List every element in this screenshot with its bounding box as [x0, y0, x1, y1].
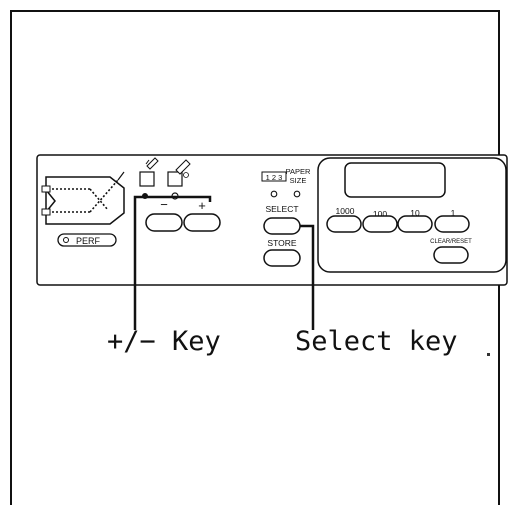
key-100[interactable]: [362, 215, 398, 233]
density-icon-light: [167, 159, 191, 187]
select-leader-line: [300, 224, 315, 330]
key-1[interactable]: [434, 215, 470, 233]
paper-size-label-line2: SIZE: [290, 176, 307, 185]
counter-icon-label: 1 2 3: [266, 173, 283, 182]
select-key[interactable]: [263, 217, 301, 235]
store-key-label: STORE: [267, 238, 296, 248]
perf-label: PERF: [76, 236, 101, 246]
key-1-label: 1: [451, 208, 456, 218]
store-key[interactable]: [263, 249, 301, 267]
plus-key[interactable]: [183, 213, 221, 232]
clear-reset-key[interactable]: [433, 246, 469, 264]
select-key-callout: Select key: [295, 326, 458, 357]
key-100-label: 100: [373, 209, 387, 219]
key-10-label: 10: [410, 208, 420, 218]
display-window: [344, 162, 446, 198]
clear-reset-label: CLEAR/RESET: [430, 239, 472, 245]
perf-button[interactable]: [57, 233, 117, 247]
key-group-bracket: [133, 195, 212, 202]
paper-size-lamp: [293, 190, 301, 198]
select-key-label: SELECT: [265, 204, 298, 214]
key-1000[interactable]: [326, 215, 362, 233]
plus-key-label: +: [198, 198, 206, 213]
paper-size-label-line1: PAPER: [286, 167, 311, 176]
perforation-icon: [41, 171, 125, 225]
key-10[interactable]: [397, 215, 433, 233]
minus-key-label: −: [160, 197, 168, 212]
stray-dot: [487, 353, 490, 356]
counter-lamp: [270, 190, 278, 198]
key-1000-label: 1000: [336, 206, 355, 216]
perf-lamp: [63, 237, 69, 243]
minus-key[interactable]: [145, 213, 183, 232]
counter-icon: [261, 171, 287, 182]
plus-minus-key-callout: +/− Key: [107, 326, 221, 357]
density-icon-dark: [139, 157, 159, 187]
